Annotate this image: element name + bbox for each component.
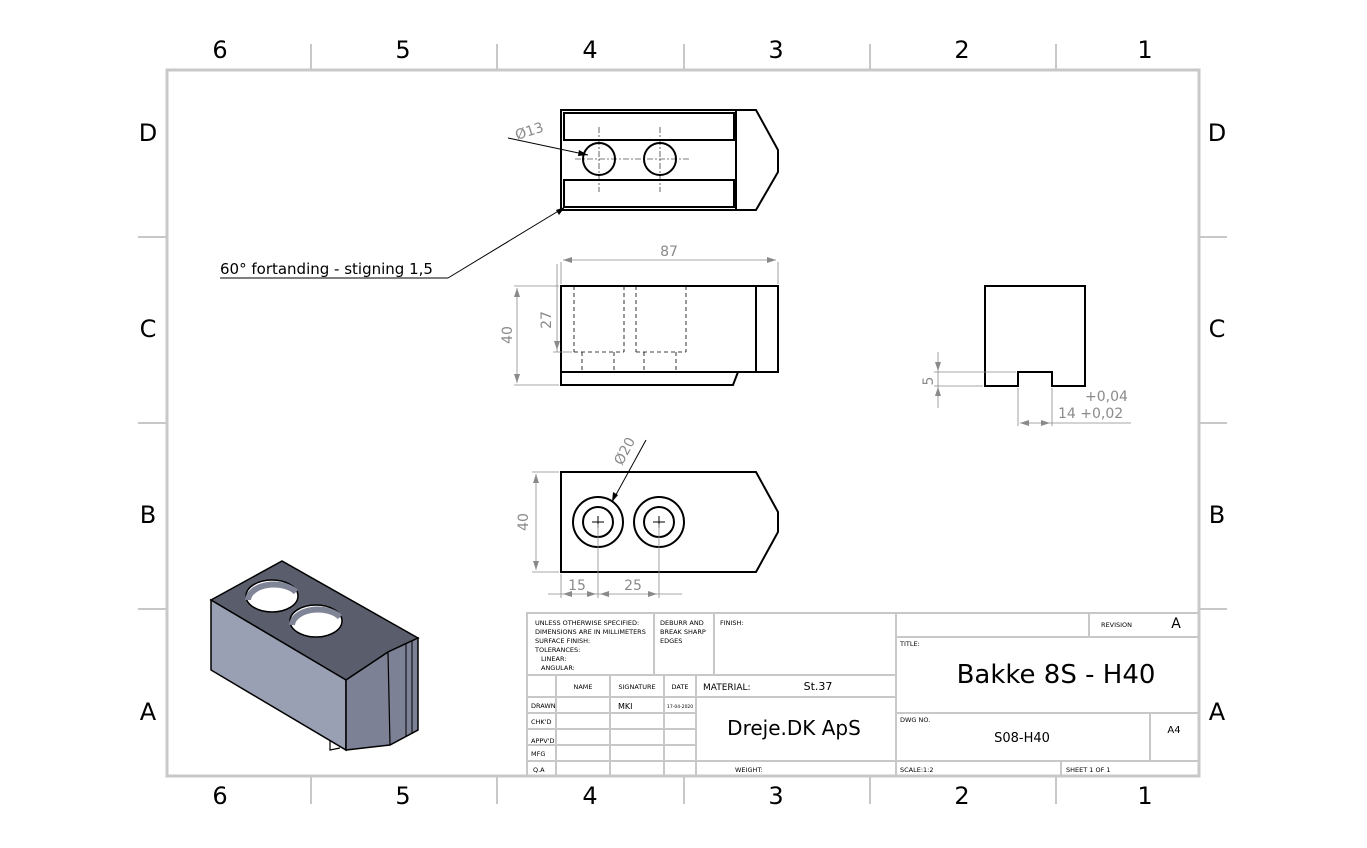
tb-finish-label: FINISH: bbox=[720, 619, 744, 627]
front-height-dim: 40 bbox=[500, 326, 516, 344]
tb-sheet-label: SHEET 1 OF 1 bbox=[1066, 766, 1111, 774]
tb-revision-label: REVISION bbox=[1101, 621, 1132, 629]
tb-col-signature: SIGNATURE bbox=[618, 683, 655, 691]
zone-col-3-bottom: 3 bbox=[768, 782, 783, 810]
tb-row-drawn: DRAWN bbox=[531, 702, 556, 710]
zone-col-1-top: 1 bbox=[1137, 36, 1152, 64]
zone-row-a-left: A bbox=[140, 698, 157, 726]
title-block bbox=[526, 612, 1200, 777]
bottom-height-dim: 40 bbox=[516, 513, 532, 531]
zone-col-6-top: 6 bbox=[212, 36, 227, 64]
bottom-hole-dia-label: Ø20 bbox=[611, 435, 639, 468]
top-hole-dia-label: Ø13 bbox=[513, 120, 545, 144]
zone-ticks bbox=[138, 44, 1227, 804]
side-slot-height-dim: 5 bbox=[921, 377, 937, 386]
tb-note-4: TOLERANCES: bbox=[534, 646, 580, 654]
zone-col-5-bottom: 5 bbox=[395, 782, 410, 810]
zone-row-d-right: D bbox=[1208, 119, 1226, 147]
tb-drawn-signature: MKI bbox=[618, 702, 633, 711]
tb-note-5: LINEAR: bbox=[541, 655, 566, 663]
tb-note-3: SURFACE FINISH: bbox=[535, 637, 590, 645]
bottom-view bbox=[532, 439, 779, 598]
serration-note: 60° fortanding - stigning 1,5 bbox=[220, 260, 433, 278]
tb-deburr-1: DEBURR AND bbox=[660, 619, 704, 627]
tb-deburr-3: EDGES bbox=[660, 637, 682, 645]
tb-scale-label: SCALE:1:2 bbox=[900, 766, 934, 774]
tb-col-name: NAME bbox=[573, 683, 592, 691]
zone-col-2-top: 2 bbox=[954, 36, 969, 64]
tb-note-6: ANGULAR: bbox=[541, 664, 575, 672]
zone-row-c-right: C bbox=[1209, 315, 1226, 343]
front-view bbox=[514, 257, 779, 386]
top-view bbox=[507, 109, 779, 211]
tb-note-2: DIMENSIONS ARE IN MILLIMETERS bbox=[535, 628, 646, 636]
zone-row-b-right: B bbox=[1209, 501, 1225, 529]
front-depth-dim: 27 bbox=[539, 311, 555, 329]
tb-revision: A bbox=[1171, 616, 1181, 632]
tb-row-qa: Q.A bbox=[533, 766, 545, 774]
tb-row-mfg: MFG bbox=[531, 750, 545, 758]
tb-dwg-no: S08-H40 bbox=[994, 731, 1050, 746]
side-slot-width-dim: 14 +0,02 bbox=[1058, 406, 1123, 422]
tb-drawn-date: 17-04-2020 bbox=[667, 704, 693, 710]
tb-col-date: DATE bbox=[672, 683, 689, 691]
tb-material: St.37 bbox=[804, 680, 833, 693]
bottom-offset-dim: 15 bbox=[568, 578, 586, 594]
zone-col-3-top: 3 bbox=[768, 36, 783, 64]
zone-row-c-left: C bbox=[140, 315, 157, 343]
tb-dwg-no-label: DWG NO. bbox=[900, 716, 930, 724]
tb-row-chkd: CHK'D bbox=[531, 718, 551, 726]
tb-row-appvd: APPV'D bbox=[531, 737, 555, 745]
tb-note-1: UNLESS OTHERWISE SPECIFIED: bbox=[535, 619, 639, 627]
isometric-view bbox=[209, 560, 420, 752]
zone-row-b-left: B bbox=[140, 501, 156, 529]
bottom-pitch-dim: 25 bbox=[624, 578, 642, 594]
tb-title: Bakke 8S - H40 bbox=[957, 660, 1156, 690]
tb-deburr-2: BREAK SHARP bbox=[660, 628, 706, 636]
zone-col-4-top: 4 bbox=[582, 36, 597, 64]
zone-col-6-bottom: 6 bbox=[212, 782, 227, 810]
tb-size: A4 bbox=[1167, 725, 1180, 736]
zone-row-a-right: A bbox=[1209, 698, 1226, 726]
zone-col-2-bottom: 2 bbox=[954, 782, 969, 810]
side-tol-upper: +0,04 bbox=[1085, 389, 1128, 405]
tb-company: Dreje.DK ApS bbox=[727, 716, 861, 740]
zone-col-4-bottom: 4 bbox=[582, 782, 597, 810]
tb-weight-label: WEIGHT: bbox=[735, 766, 763, 774]
front-length-dim: 87 bbox=[660, 244, 678, 260]
zone-col-1-bottom: 1 bbox=[1137, 782, 1152, 810]
tb-material-label: MATERIAL: bbox=[703, 683, 751, 693]
zone-row-d-left: D bbox=[139, 119, 157, 147]
serration-leader bbox=[220, 206, 566, 279]
zone-col-5-top: 5 bbox=[395, 36, 410, 64]
tb-title-label: TITLE: bbox=[899, 640, 920, 648]
side-view bbox=[934, 285, 1131, 426]
